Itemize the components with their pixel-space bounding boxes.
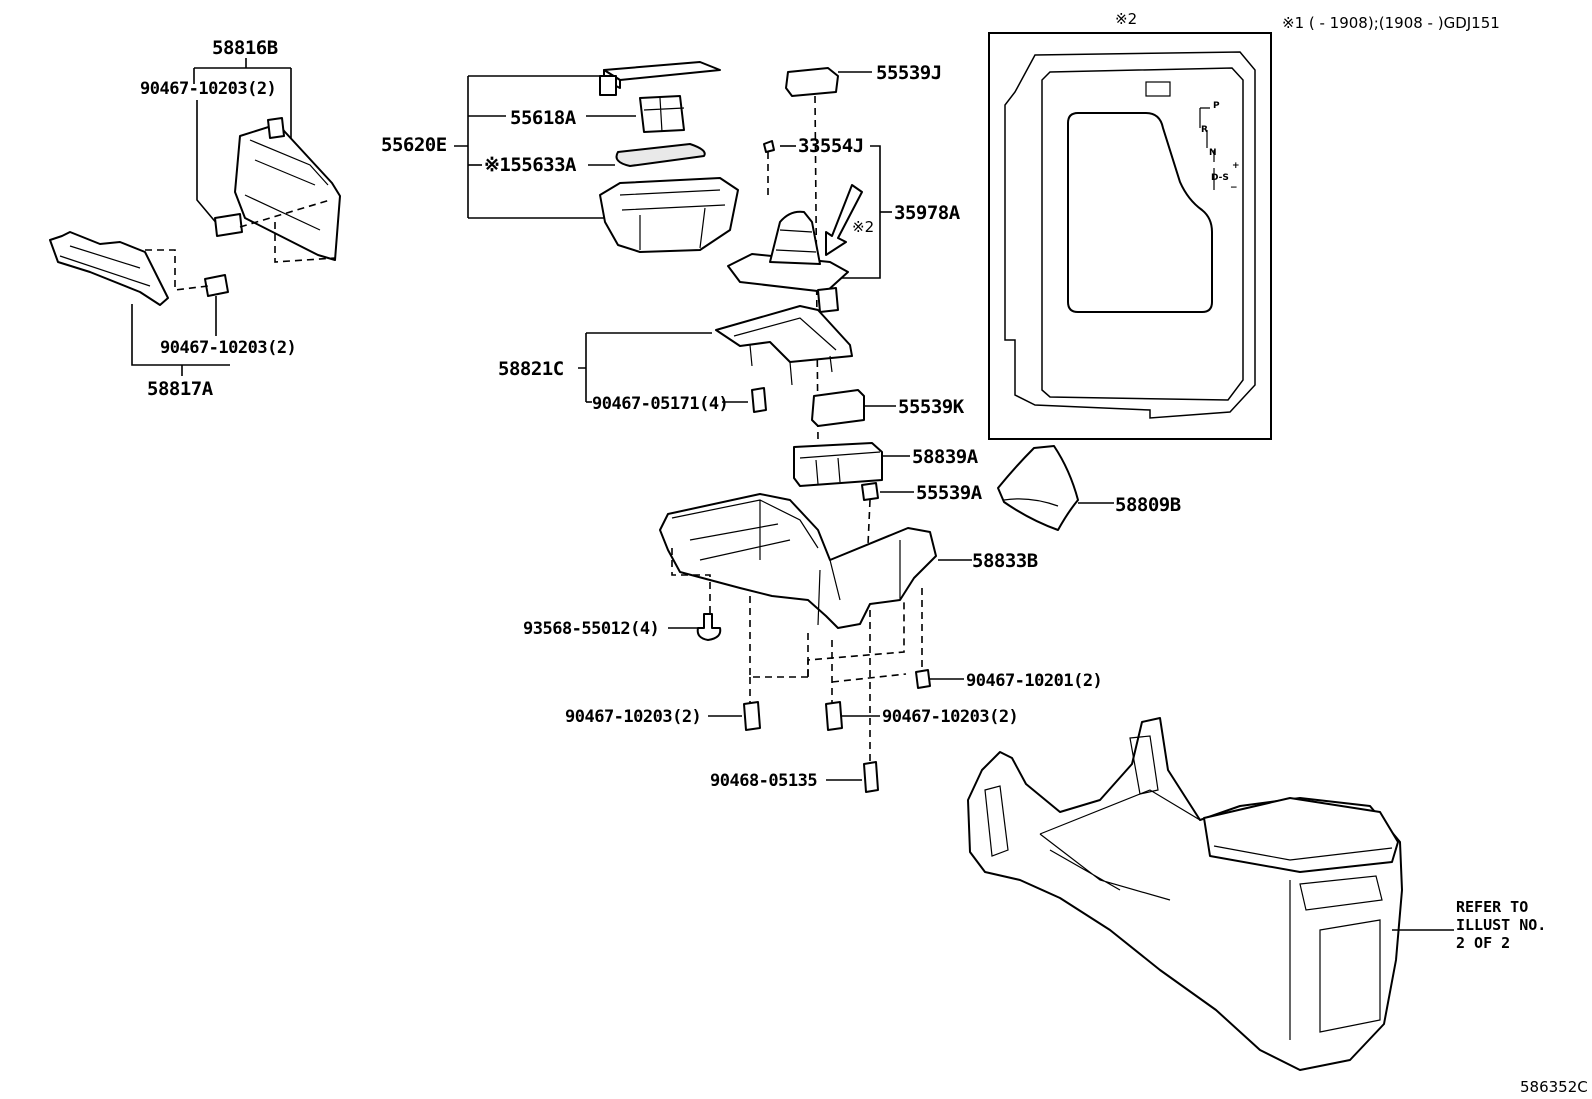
callout-90467-10201: 90467-10201(2) <box>915 669 1103 691</box>
gear-ds-label: D-S <box>1211 173 1229 183</box>
part-label-55539A: 55539A <box>916 482 983 504</box>
part-label-58816B: 58816B <box>212 37 278 59</box>
diagram-id: 586352C <box>1520 1078 1588 1096</box>
part-label-55633A: ※155633A <box>484 154 577 176</box>
refer-line-2: ILLUST NO. <box>1456 916 1546 934</box>
refer-line-1: REFER TO <box>1456 898 1528 916</box>
callout-90467-10203-b: 90467-10203(2) <box>825 701 1019 731</box>
callout-55618A: 55618A <box>468 107 636 129</box>
part-label-90467-10203-left: 90467-10203(2) <box>160 338 296 358</box>
part-55620E-drawing <box>599 61 739 253</box>
callout-58809B: 58809B <box>997 445 1181 531</box>
callout-55620E: 55620E <box>381 75 605 219</box>
inset-title: ※2 <box>1115 10 1137 28</box>
part-label-90467-10201: 90467-10201(2) <box>966 671 1102 691</box>
part-label-90467-10203-b: 90467-10203(2) <box>882 707 1018 727</box>
part-label-58809B: 58809B <box>1115 494 1181 516</box>
gear-plus-label: + <box>1232 161 1240 171</box>
part-label-93568-55012: 93568-55012(4) <box>523 619 659 639</box>
part-58816B-drawing <box>214 117 341 263</box>
callout-58833B: 58833B <box>972 550 1038 572</box>
callout-55539A: 55539A <box>861 482 983 546</box>
callout-55633A: ※155633A <box>468 154 615 176</box>
part-label-90468-05135: 90468-05135 <box>710 771 817 791</box>
callout-58817A: 58817A <box>131 304 230 400</box>
callout-35978A: 35978A <box>880 202 961 224</box>
callout-90467-05171: 90467-05171(4) <box>586 387 767 414</box>
part-label-55618A: 55618A <box>510 107 577 129</box>
part-label-58833B: 58833B <box>972 550 1038 572</box>
part-label-58821C: 58821C <box>498 358 564 380</box>
gear-minus-label: − <box>1230 183 1238 193</box>
callout-55539K: 55539K <box>811 389 965 427</box>
part-58833B-drawing <box>659 493 972 629</box>
inset-shift-panel: ※2 P R N + D-S − <box>988 10 1272 440</box>
refer-line-3: 2 OF 2 <box>1456 934 1510 952</box>
part-label-55539J: 55539J <box>876 62 942 84</box>
callout-58821C: 58821C <box>498 332 712 402</box>
mark2-arrow-label: ※2 <box>852 218 874 236</box>
part-shift-boot-drawing <box>727 210 849 313</box>
part-label-55539K: 55539K <box>898 396 965 418</box>
part-58817A-drawing <box>49 231 229 306</box>
part-console-assembly-drawing <box>967 717 1454 1071</box>
part-label-35978A: 35978A <box>894 202 961 224</box>
callout-58816B: 58816B <box>193 37 292 140</box>
gear-r-label: R <box>1201 125 1208 135</box>
callout-90468-05135: 90468-05135 <box>710 761 879 793</box>
callout-90467-10203-a: 90467-10203(2) <box>565 701 761 731</box>
assembly-guide-lines <box>671 548 923 770</box>
part-58821C-drawing <box>715 305 853 386</box>
part-label-58839A: 58839A <box>912 446 979 468</box>
callout-58839A: 58839A <box>793 442 979 487</box>
gear-p-label: P <box>1213 101 1220 111</box>
header-note: ※1 ( - 1908);(1908 - )GDJ151 <box>1282 14 1500 32</box>
part-label-90467-10203-a: 90467-10203(2) <box>565 707 701 727</box>
part-label-90467-05171: 90467-05171(4) <box>592 394 728 414</box>
part-label-55620E: 55620E <box>381 134 447 156</box>
refer-note: REFER TO ILLUST NO. 2 OF 2 <box>1456 898 1546 952</box>
arrow-mark2: ※2 <box>825 184 874 256</box>
part-label-58817A: 58817A <box>147 378 214 400</box>
callout-93568-55012: 93568-55012(4) <box>523 613 722 641</box>
part-label-33554J: 33554J <box>798 135 864 157</box>
callout-90467-10203-left: 90467-10203(2) <box>160 296 297 358</box>
part-label-90467-10203-top: 90467-10203(2) <box>140 79 276 99</box>
gear-n-label: N <box>1209 148 1217 158</box>
callout-90467-10203-top: 90467-10203(2) <box>140 79 277 226</box>
